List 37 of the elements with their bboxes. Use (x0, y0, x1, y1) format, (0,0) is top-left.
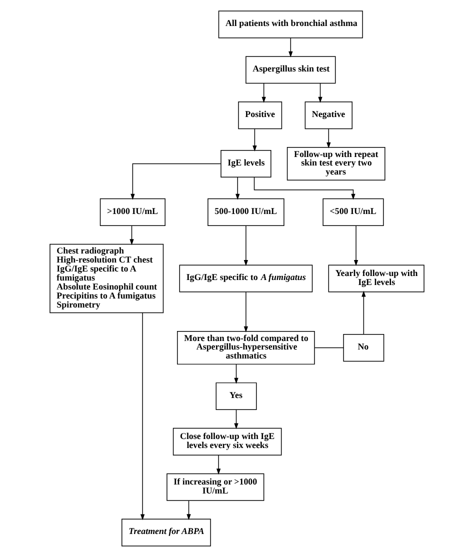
node-box: IgE levels (220, 150, 272, 178)
node-box: Yearly follow-up with IgE levels (328, 264, 424, 292)
arrow (362, 290, 366, 334)
arrow (244, 225, 248, 266)
node-box: 500-1000 IU/mL (208, 198, 284, 226)
node-box: >1000 IU/mL (100, 198, 166, 226)
node-box: Aspergillus skin test (246, 56, 336, 84)
arrow (234, 364, 238, 384)
node-box: Chest radiograph High-resolution CT chest IgG/IgE specific to A fumigatus Absolute Eosinophil count Precipitins to A fumigatus Spirometry (50, 244, 164, 314)
node-box: IgG/IgE specific to A fumigatus (179, 264, 313, 292)
node-box: Treatment for ABPA (122, 518, 211, 546)
arrow (216, 454, 221, 475)
arrow (252, 128, 257, 152)
node-box: If increasing or >1000 IU/mL (166, 473, 264, 501)
arrow (130, 163, 222, 200)
node-box: Follow-up with repeat skin test every two years (286, 147, 386, 181)
node-box: <500 IU/mL (322, 198, 384, 226)
arrow (262, 83, 266, 103)
node-box: No (343, 334, 384, 362)
arrow (254, 177, 356, 200)
arrow (288, 38, 293, 58)
arrow (236, 176, 240, 200)
node-box: Close follow-up with IgE levels every six weeks (172, 428, 282, 456)
node-box: Negative (304, 102, 352, 130)
arrow (354, 225, 358, 266)
node-box: More than two-fold compared to Aspergillus-hypersensitive asthmatics (177, 331, 315, 365)
arrow (130, 225, 134, 246)
arrow (186, 500, 191, 520)
arrow (244, 292, 248, 332)
node-box: All patients with bronchial asthma (218, 10, 363, 38)
arrow (318, 83, 322, 103)
arrow (326, 128, 331, 148)
node-box: Positive (238, 102, 282, 130)
node-box: Yes (216, 382, 257, 410)
connector (314, 347, 344, 348)
arrow (234, 409, 238, 430)
arrow (140, 312, 145, 520)
